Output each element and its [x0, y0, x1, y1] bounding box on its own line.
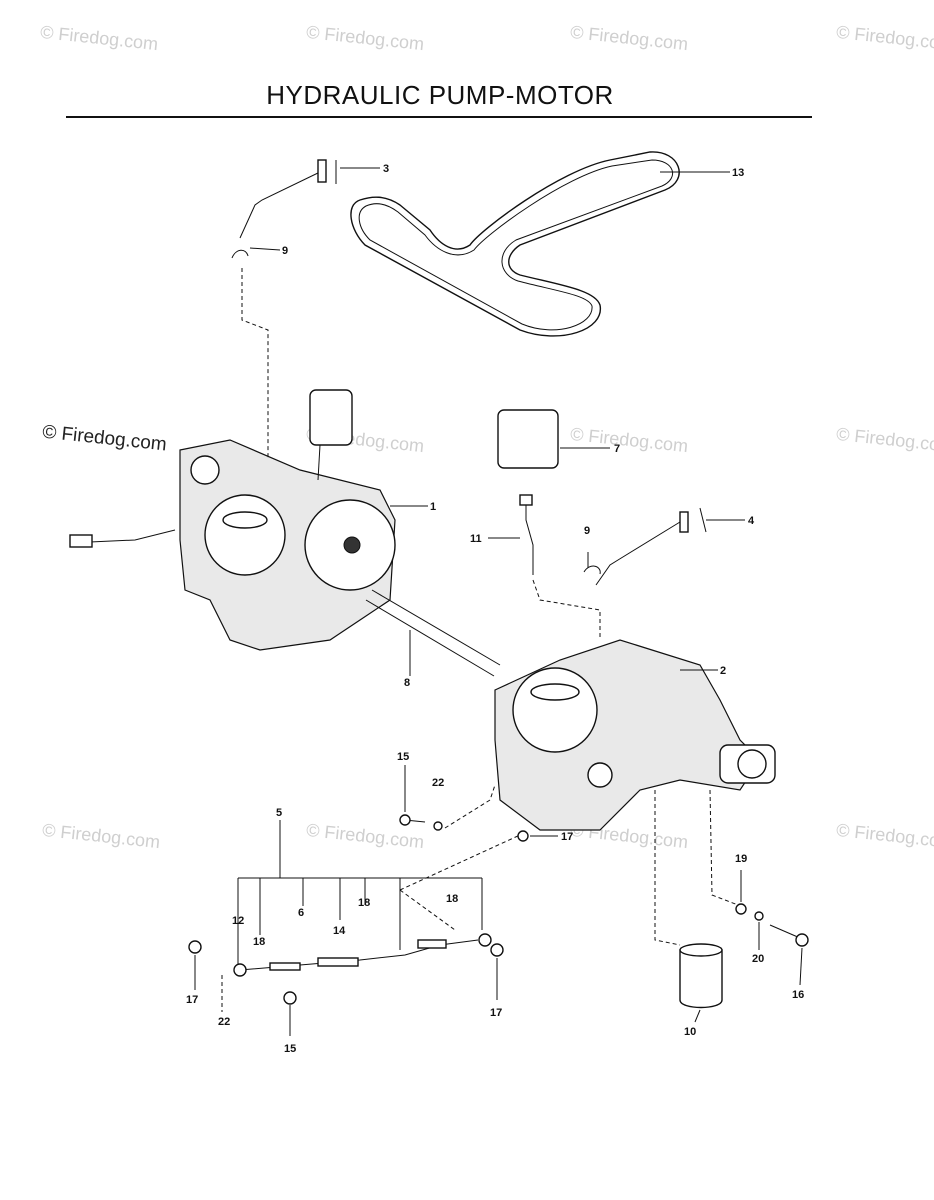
callout-9-left: 9	[282, 245, 288, 257]
callout-3: 3	[383, 163, 389, 175]
hardware-right	[399, 814, 809, 947]
callout-20: 19	[735, 853, 747, 865]
callout-19: 18	[358, 897, 370, 909]
callout-12: 12	[232, 915, 244, 927]
callout-2: 2	[720, 665, 726, 677]
callout-17-left: 17	[186, 994, 198, 1006]
hydraulic-pump-motor-right	[494, 409, 776, 831]
clip-left	[231, 249, 249, 259]
callout-13: 14	[333, 925, 346, 937]
callout-16: 16	[792, 989, 804, 1001]
hose-fitting	[519, 494, 534, 575]
callout-18-left: 18	[253, 936, 265, 948]
drive-belt	[350, 151, 680, 337]
callout-5: 5	[276, 807, 282, 819]
oil-filter	[679, 943, 723, 1009]
callout-22-top: 22	[432, 777, 444, 789]
control-rod-left	[239, 159, 337, 239]
callout-17-right: 17	[490, 1007, 502, 1019]
callout-17-mid: 17	[561, 831, 573, 843]
page-title: HYDRAULIC PUMP-MOTOR	[266, 80, 614, 110]
hydraulic-pump-motor-left	[69, 389, 396, 651]
callout-21: 20	[752, 953, 764, 965]
callout-1: 1	[430, 501, 436, 513]
callout-18-right: 18	[446, 893, 458, 905]
callout-4: 4	[748, 515, 755, 527]
callout-9-right: 9	[584, 525, 590, 537]
leader-lines	[194, 167, 803, 1036]
clip-right	[583, 565, 601, 575]
callout-7: 7	[614, 443, 620, 455]
callout-10: 10	[684, 1026, 696, 1038]
callout-22-bottom: 22	[218, 1016, 230, 1028]
pump-shaft	[365, 589, 501, 677]
control-rod-right	[595, 507, 707, 586]
hose-assembly	[188, 933, 504, 1005]
callout-14: 13	[732, 167, 744, 179]
callout-11: 11	[470, 533, 482, 545]
title-underline	[66, 116, 812, 118]
callout-15-bottom: 15	[284, 1043, 296, 1055]
callout-15-top: 15	[397, 751, 409, 763]
callout-6: 6	[298, 907, 304, 919]
callout-8: 8	[404, 677, 410, 689]
